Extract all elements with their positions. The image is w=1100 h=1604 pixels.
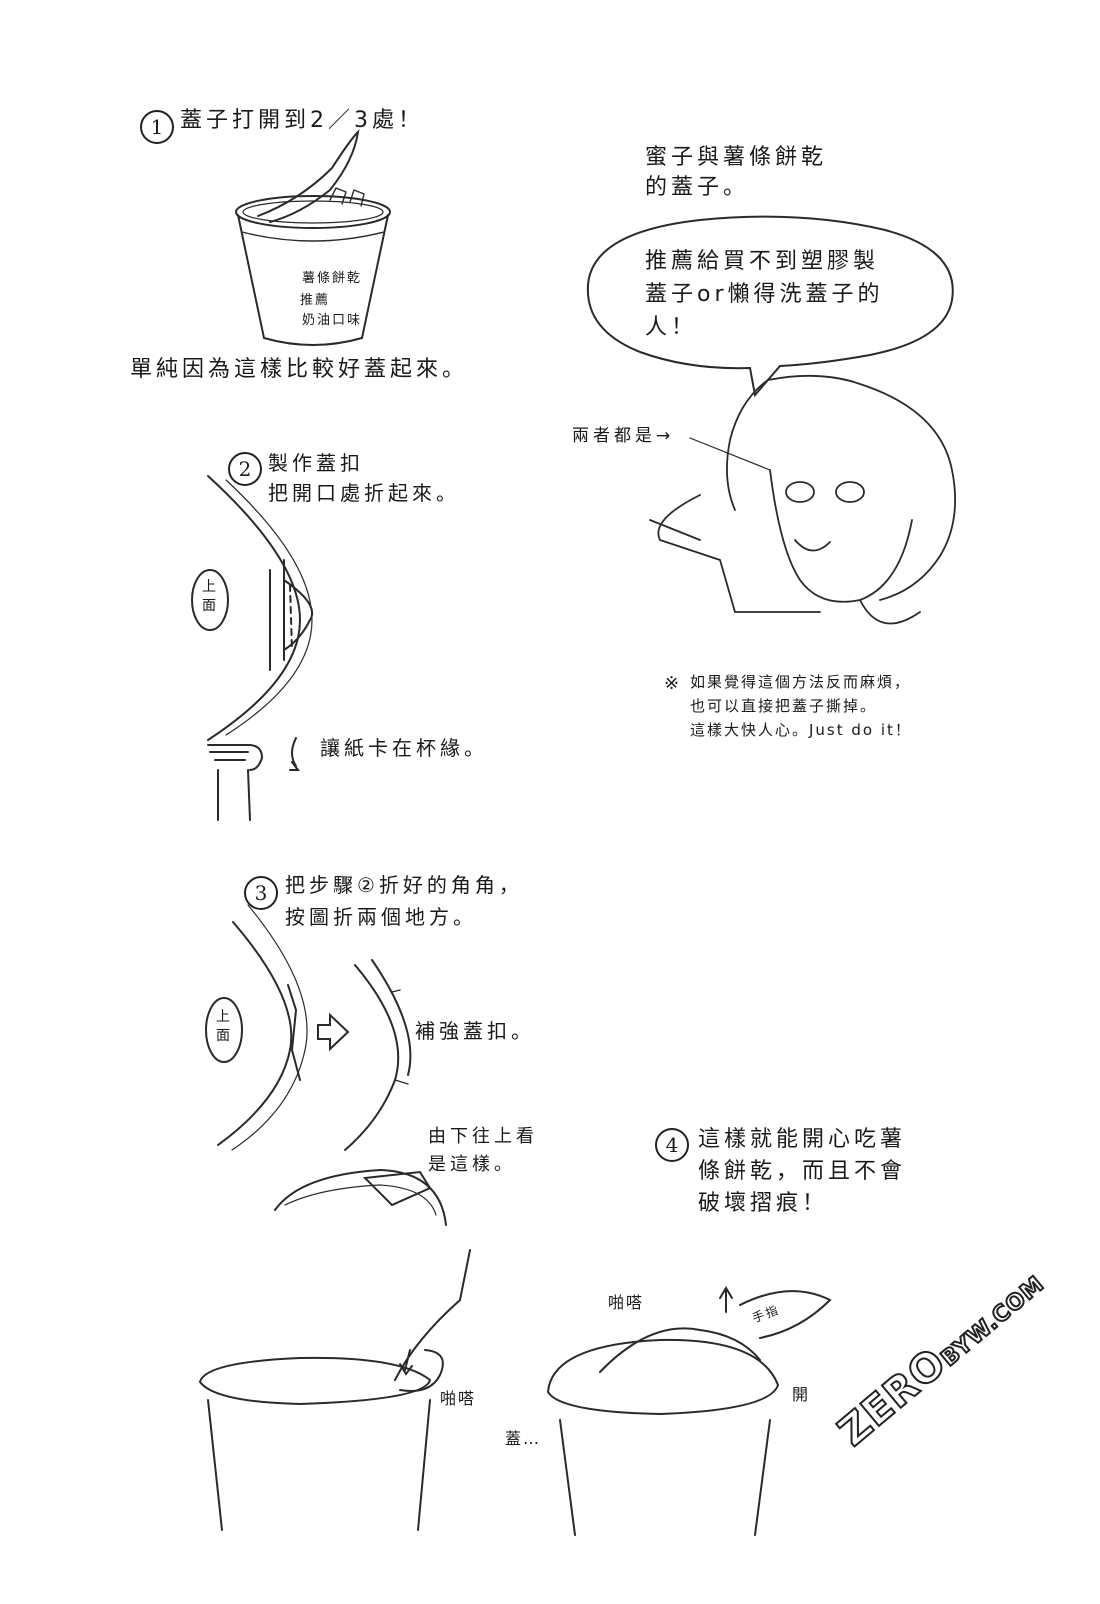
step-3-reinforce: 補強蓋扣。 (415, 1019, 535, 1043)
sfx-close: 蓋… (505, 1429, 542, 1448)
snack-cup-drawing (235, 129, 391, 346)
fold-diagram-step2 (191, 475, 314, 821)
cup-label-line-1: 薯條餅乾 (302, 271, 363, 286)
sfx-snap-left: 啪嗒 (440, 1389, 477, 1408)
step-3-bottom-view-line-1: 由下往上看 (428, 1126, 538, 1147)
speech-bubble-outline (586, 215, 954, 398)
step-4-number: 4 (655, 1128, 689, 1162)
opening-cup-drawing (546, 1286, 832, 1536)
girl-drawing (649, 374, 957, 625)
step-4-line-3: 破壞摺痕！ (698, 1191, 829, 1216)
both-label: 兩者都是→ (572, 426, 675, 446)
step-2-number: 2 (228, 452, 262, 486)
step-2-line-2: 把開口處折起來。 (268, 481, 460, 505)
sfx-snap-right: 啪嗒 (608, 1293, 645, 1312)
speech-line-2: 蓋子or懶得洗蓋子的 (645, 282, 884, 307)
note-line-2: 也可以直接把蓋子撕掉。 (690, 697, 878, 715)
step-3-number: 3 (244, 876, 278, 910)
step-3-line-1: 把步驟②折好的角角， (285, 873, 523, 897)
step-4-line-2: 條餅乾，而且不會 (698, 1159, 907, 1184)
note-mark: ※ (664, 673, 682, 694)
step-1-number: 1 (140, 110, 174, 144)
step-2-caption: 讓紙卡在杯緣。 (320, 736, 488, 760)
intro-line-2: 的蓋子。 (645, 175, 750, 200)
speech-line-3: 人！ (645, 315, 698, 340)
note-line-1: 如果覺得這個方法反而麻煩， (690, 673, 912, 691)
step-2-top-label: 上面 (202, 579, 216, 614)
step-1-caption: 單純因為這樣比較好蓋起來。 (130, 357, 469, 382)
cup-label-line-2: 推薦 (300, 293, 331, 308)
cup-label-line-3: 奶油口味 (302, 313, 363, 328)
step-3-bottom-view-line-2: 是這樣。 (428, 1154, 516, 1175)
step-4-line-1: 這樣就能開心吃薯 (698, 1127, 907, 1152)
step-3-line-2: 按圖折兩個地方。 (285, 905, 477, 929)
intro-line-1: 蜜子與薯條餅乾 (645, 145, 828, 170)
closing-cup-drawing (198, 1249, 471, 1531)
fold-diagram-step3 (205, 904, 447, 1226)
open-label: 開 (792, 1385, 811, 1404)
step-1-title: 蓋子打開到2／3處！ (180, 108, 424, 133)
step-2-line-1: 製作蓋扣 (268, 451, 364, 475)
step-3-top-label: 上面 (216, 1009, 230, 1044)
speech-line-1: 推薦給買不到塑膠製 (645, 249, 880, 274)
note-line-3: 這樣大快人心。Just do it！ (690, 721, 912, 739)
